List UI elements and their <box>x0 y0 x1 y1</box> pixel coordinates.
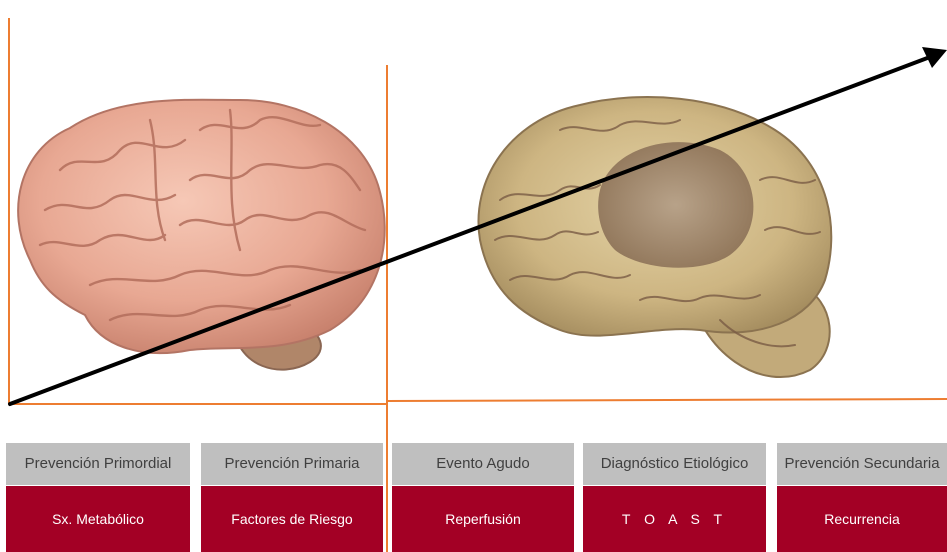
stage-header-secundaria: Prevención Secundaria <box>777 443 947 485</box>
stage-label-recurrencia: Recurrencia <box>777 486 947 552</box>
damaged-brain-icon <box>478 97 831 377</box>
stage-header-diagnostico: Diagnóstico Etiológico <box>583 443 766 485</box>
stage-header-primaria: Prevención Primaria <box>201 443 383 485</box>
stage-header-evento-agudo: Evento Agudo <box>392 443 574 485</box>
stage-label-factores: Factores de Riesgo <box>201 486 383 552</box>
stage-label-reperfusion: Reperfusión <box>392 486 574 552</box>
healthy-brain-icon <box>18 100 385 370</box>
stage-label-toast: T O A S T <box>583 486 766 552</box>
right-horizontal-line <box>387 399 947 401</box>
stage-header-primordial: Prevención Primordial <box>6 443 190 485</box>
stage-label-metabolico: Sx. Metabólico <box>6 486 190 552</box>
